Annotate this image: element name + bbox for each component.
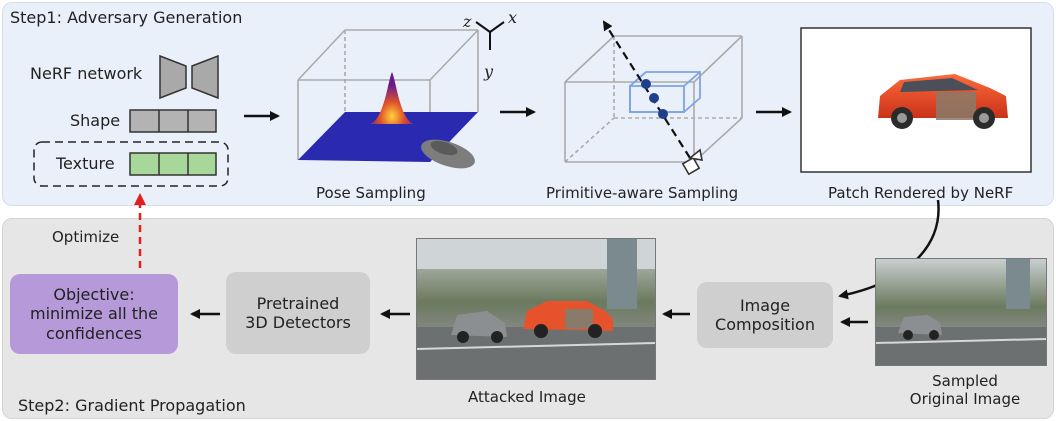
sample-point bbox=[658, 109, 668, 119]
shape-label: Shape bbox=[70, 111, 121, 130]
axes-icon bbox=[475, 21, 505, 50]
objective-box: Objective: minimize all the confidences bbox=[10, 274, 178, 354]
objective-line: confidences bbox=[46, 323, 142, 343]
pretrained-detectors-box: Pretrained 3D Detectors bbox=[226, 272, 370, 354]
sample-point bbox=[641, 79, 651, 89]
composition-line: Composition bbox=[715, 315, 815, 334]
image-composition-box: Image Composition bbox=[697, 282, 833, 348]
camera-icon bbox=[681, 148, 704, 176]
car-icon bbox=[421, 139, 475, 169]
objective-line: minimize all the bbox=[29, 304, 158, 324]
primitive-sampling-box bbox=[564, 35, 743, 163]
patch-caption: Patch Rendered by NeRF bbox=[828, 184, 1014, 202]
step2-title: Step2: Gradient Propagation bbox=[18, 396, 246, 415]
pretrained-line: Pretrained bbox=[256, 293, 340, 313]
primitive-inner-box bbox=[629, 71, 701, 113]
sample-point bbox=[649, 93, 659, 103]
axis-x-label: x bbox=[508, 8, 518, 27]
sampled-line: Sampled bbox=[932, 372, 998, 390]
texture-label: Texture bbox=[56, 154, 115, 173]
shape-bar bbox=[129, 109, 217, 133]
optimize-label: Optimize bbox=[52, 228, 120, 246]
composition-line: Image bbox=[739, 295, 791, 315]
sampled-original-image bbox=[875, 258, 1047, 366]
texture-dashed-frame bbox=[33, 141, 229, 187]
rendered-car bbox=[878, 74, 1008, 129]
nerf-network-label: NeRF network bbox=[30, 64, 143, 83]
axis-z-label: z bbox=[463, 12, 472, 31]
nerf-network-icon bbox=[159, 54, 219, 100]
objective-line: Objective: bbox=[53, 285, 135, 305]
attacked-image bbox=[416, 238, 656, 380]
pose-sampling-caption: Pose Sampling bbox=[316, 184, 426, 202]
pretrained-line: 3D Detectors bbox=[245, 313, 351, 332]
sampled-line: Original Image bbox=[909, 390, 1021, 408]
texture-bar bbox=[129, 152, 217, 176]
primitive-sampling-caption: Primitive-aware Sampling bbox=[546, 184, 739, 202]
sampled-original-caption: Sampled Original Image bbox=[895, 372, 1035, 408]
attacked-image-caption: Attacked Image bbox=[468, 388, 586, 406]
camera-ray bbox=[602, 20, 691, 159]
step1-title: Step1: Adversary Generation bbox=[10, 8, 243, 27]
pose-distribution-peak bbox=[370, 72, 414, 124]
pose-sampling-box bbox=[297, 29, 479, 162]
axis-y-label: y bbox=[484, 62, 494, 81]
